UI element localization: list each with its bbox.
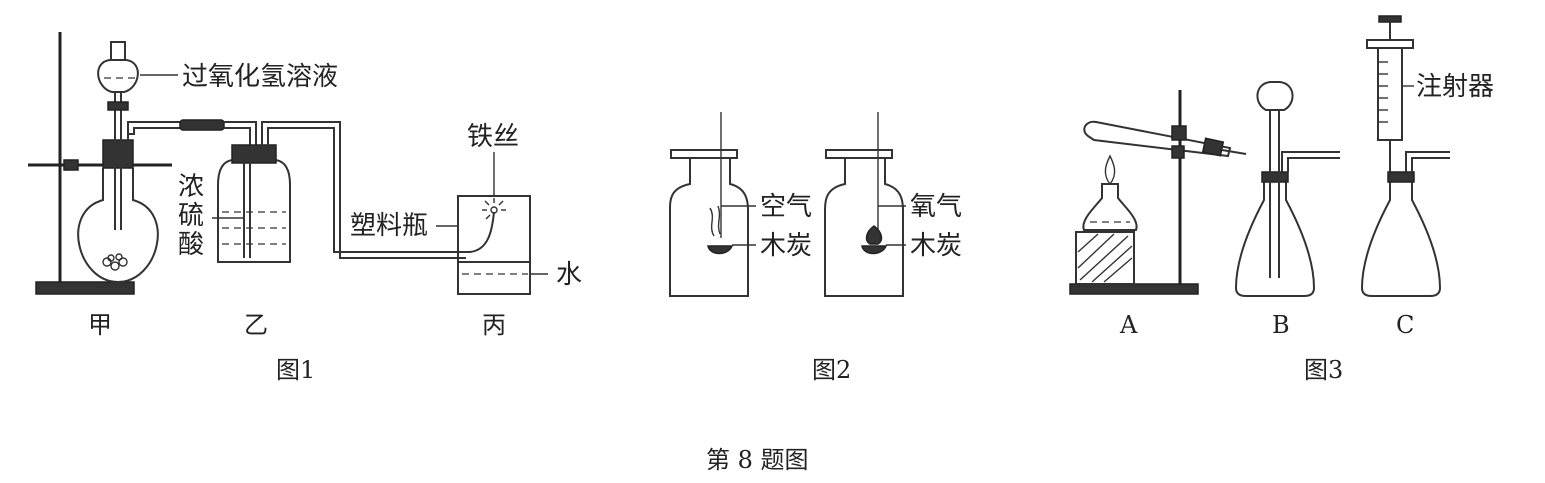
charcoal-air-label: 木炭 [760,231,812,261]
jar-oxygen-lid [825,149,893,159]
alcohol-lamp [1082,183,1138,231]
washing-bottle [217,159,291,263]
funnel-tap [107,101,129,111]
figure-1: 过氧化氢溶液 浓 硫 酸 [28,32,582,384]
funnel-b-stem [1269,110,1280,278]
rubber-connector [179,119,225,131]
figure-3: 注射器 A B C 图3 [1069,15,1494,384]
stand-base [35,281,135,295]
jar-air-body [669,158,749,297]
flask-b-stopper [1261,171,1289,183]
bottle-label: 塑料瓶 [350,211,428,241]
lamp-flame [1104,154,1116,186]
figure-2-caption: 图2 [812,356,851,384]
conical-flask-b [1234,180,1316,297]
part-label-jia: 甲 [88,311,112,339]
syringe-label: 注射器 [1416,72,1494,102]
smoke-air [709,205,721,237]
wire-tube [469,211,495,253]
test-tube-outlet [1221,149,1247,155]
apparatus-b [1234,81,1340,297]
wooden-block [1075,231,1135,285]
syringe-graduations [1378,61,1388,123]
acid-label-1: 浓 [178,172,204,202]
round-flask [77,168,159,284]
test-tube [1083,120,1232,158]
delivery-tube-2 [224,121,257,150]
acid-label-2: 硫 [178,201,204,231]
funnel-b-bulb [1256,81,1294,111]
flask-b-outlet [1281,151,1340,172]
clamp-a-knob [1171,125,1187,141]
part-label-yi: 乙 [244,311,268,339]
inlet-tube [243,160,251,258]
part-label-b: B [1272,311,1290,339]
flask-stopper [102,139,134,169]
apparatus-yi: 浓 硫 酸 [178,121,470,263]
bottle-stopper [231,144,277,164]
oxygen-label: 氧气 [910,192,962,222]
jar-air-lid [670,149,738,159]
figure-1-caption: 图1 [276,356,315,384]
wire-label: 铁丝 [467,122,519,152]
funnel-stopper [110,41,126,61]
bright-flame [865,225,883,245]
plastic-bottle [457,195,531,295]
charcoal-oxygen-label: 木炭 [910,231,962,261]
part-label-bing: 丙 [482,311,506,339]
figure-caption: 第 8 题图 [706,446,809,474]
flask-c-outlet [1405,151,1450,172]
outlet-tube [261,121,470,259]
apparatus-c: 注射器 [1360,15,1494,297]
charcoal-oxygen [861,245,888,255]
charcoal-air [707,245,734,255]
apparatus-bing: 铁丝 塑料瓶 水 [350,122,582,295]
flask-c-stopper [1387,171,1415,183]
clamp-knob [63,159,79,171]
jar-oxygen: 氧气 木炭 [824,112,962,297]
funnel-bulb [97,59,139,93]
reagent-label: 过氧化氢溶液 [182,62,338,92]
figure-2: 空气 木炭 氧气 木炭 图2 [669,112,962,384]
part-label-a: A [1119,311,1138,339]
jar-air: 空气 木炭 [669,112,812,297]
iron-wire-sparks [482,198,506,220]
conical-flask-c [1360,180,1442,297]
air-label: 空气 [760,192,812,222]
syringe-flange [1366,39,1414,49]
apparatus-a [1069,90,1247,295]
test-tube-stopper [1201,137,1225,157]
solid-catalyst [102,253,128,271]
syringe-thumb [1378,15,1402,23]
jar-oxygen-body [824,158,904,297]
figure-3-caption: 图3 [1304,356,1343,384]
acid-label-3: 酸 [178,230,204,260]
apparatus-jia: 过氧化氢溶液 [28,32,338,295]
clamp-a-joint [1171,145,1185,159]
delivery-tube-1 [127,121,180,140]
stand-a-base [1069,283,1199,295]
block-hatching [1077,233,1133,283]
part-label-c: C [1396,311,1414,339]
water-label: 水 [556,260,582,290]
